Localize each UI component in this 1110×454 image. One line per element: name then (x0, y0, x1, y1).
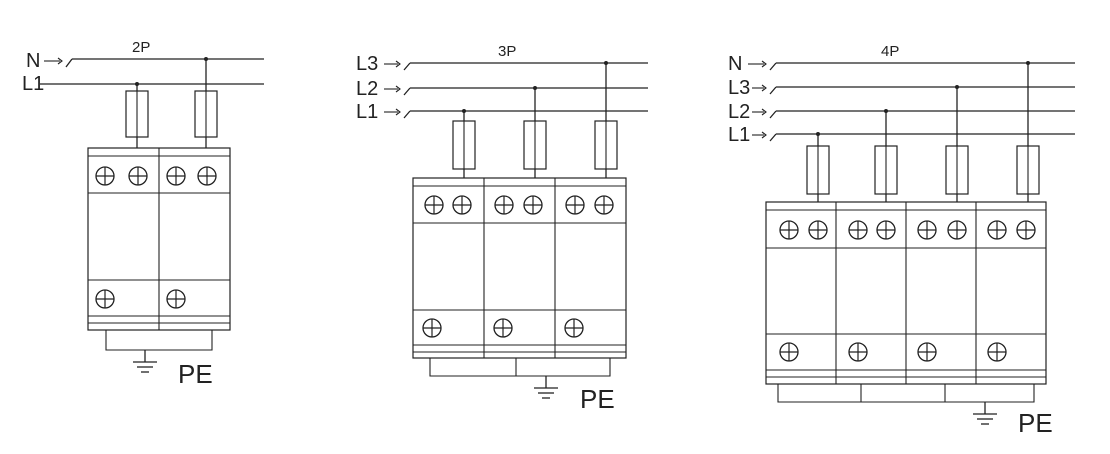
line-label-n: N (26, 50, 40, 72)
terminal-screw-icon (987, 342, 1007, 362)
terminal-screw-icon (987, 220, 1007, 240)
terminal-screw-icon (917, 220, 937, 240)
terminal-screw-icon (848, 220, 868, 240)
terminals-top (779, 220, 1036, 240)
pole-count-label: 3P (498, 43, 516, 60)
ground-label: PE (178, 359, 213, 389)
terminal-screw-icon (95, 166, 115, 186)
terminal-screw-icon (166, 289, 186, 309)
pole-count-label: 2P (132, 39, 150, 56)
terminal-screw-icon (876, 220, 896, 240)
ground-icon (534, 387, 558, 399)
terminal-screw-icon (422, 318, 442, 338)
terminal-screw-icon (128, 166, 148, 186)
ground-bus (105, 330, 213, 362)
line-label-n: N (728, 53, 742, 75)
terminal-screw-icon (565, 195, 585, 215)
terminals-bottom (422, 318, 584, 338)
terminal-screw-icon (848, 342, 868, 362)
terminal-screw-icon (493, 318, 513, 338)
terminal-screw-icon (523, 195, 543, 215)
wire-l3 (384, 60, 648, 71)
wire-n (748, 60, 1075, 71)
terminal-screw-icon (1016, 220, 1036, 240)
terminals-bottom (779, 342, 1007, 362)
ground-label: PE (580, 384, 615, 414)
line-label-l2: L2 (728, 101, 750, 123)
diagram-3p: L3 L2 L1 3P (356, 43, 648, 414)
terminals-top (424, 195, 614, 215)
diagram-4p: N L3 L2 L1 4P (728, 43, 1075, 438)
terminal-screw-icon (947, 220, 967, 240)
diagram-2p: N L1 2P (22, 39, 264, 389)
line-label-l1: L1 (22, 73, 44, 95)
line-label-l2: L2 (356, 78, 378, 100)
ground-label: PE (1018, 408, 1053, 438)
terminal-screw-icon (452, 195, 472, 215)
terminal-screw-icon (779, 220, 799, 240)
wire-l1 (384, 108, 648, 119)
terminals-bottom (95, 289, 186, 309)
terminals-top (95, 166, 217, 186)
line-label-l3: L3 (728, 77, 750, 99)
ground-icon (133, 361, 157, 373)
ground-bus (429, 358, 611, 388)
wire-l2 (752, 108, 1075, 119)
terminal-screw-icon (197, 166, 217, 186)
terminal-screw-icon (594, 195, 614, 215)
ground-icon (973, 413, 997, 425)
ground-bus (777, 384, 1035, 414)
module-3p (412, 177, 627, 359)
terminal-screw-icon (494, 195, 514, 215)
wire-l3 (752, 84, 1075, 95)
terminal-screw-icon (779, 342, 799, 362)
line-label-l1: L1 (728, 124, 750, 146)
line-label-l3: L3 (356, 53, 378, 75)
terminal-screw-icon (424, 195, 444, 215)
terminal-screw-icon (808, 220, 828, 240)
line-label-l1: L1 (356, 101, 378, 123)
terminal-screw-icon (166, 166, 186, 186)
terminal-screw-icon (564, 318, 584, 338)
wire-l1 (752, 131, 1075, 142)
terminal-screw-icon (95, 289, 115, 309)
wire-l2 (384, 85, 648, 96)
wire-n (44, 57, 264, 68)
terminal-screw-icon (917, 342, 937, 362)
pole-count-label: 4P (881, 43, 899, 60)
